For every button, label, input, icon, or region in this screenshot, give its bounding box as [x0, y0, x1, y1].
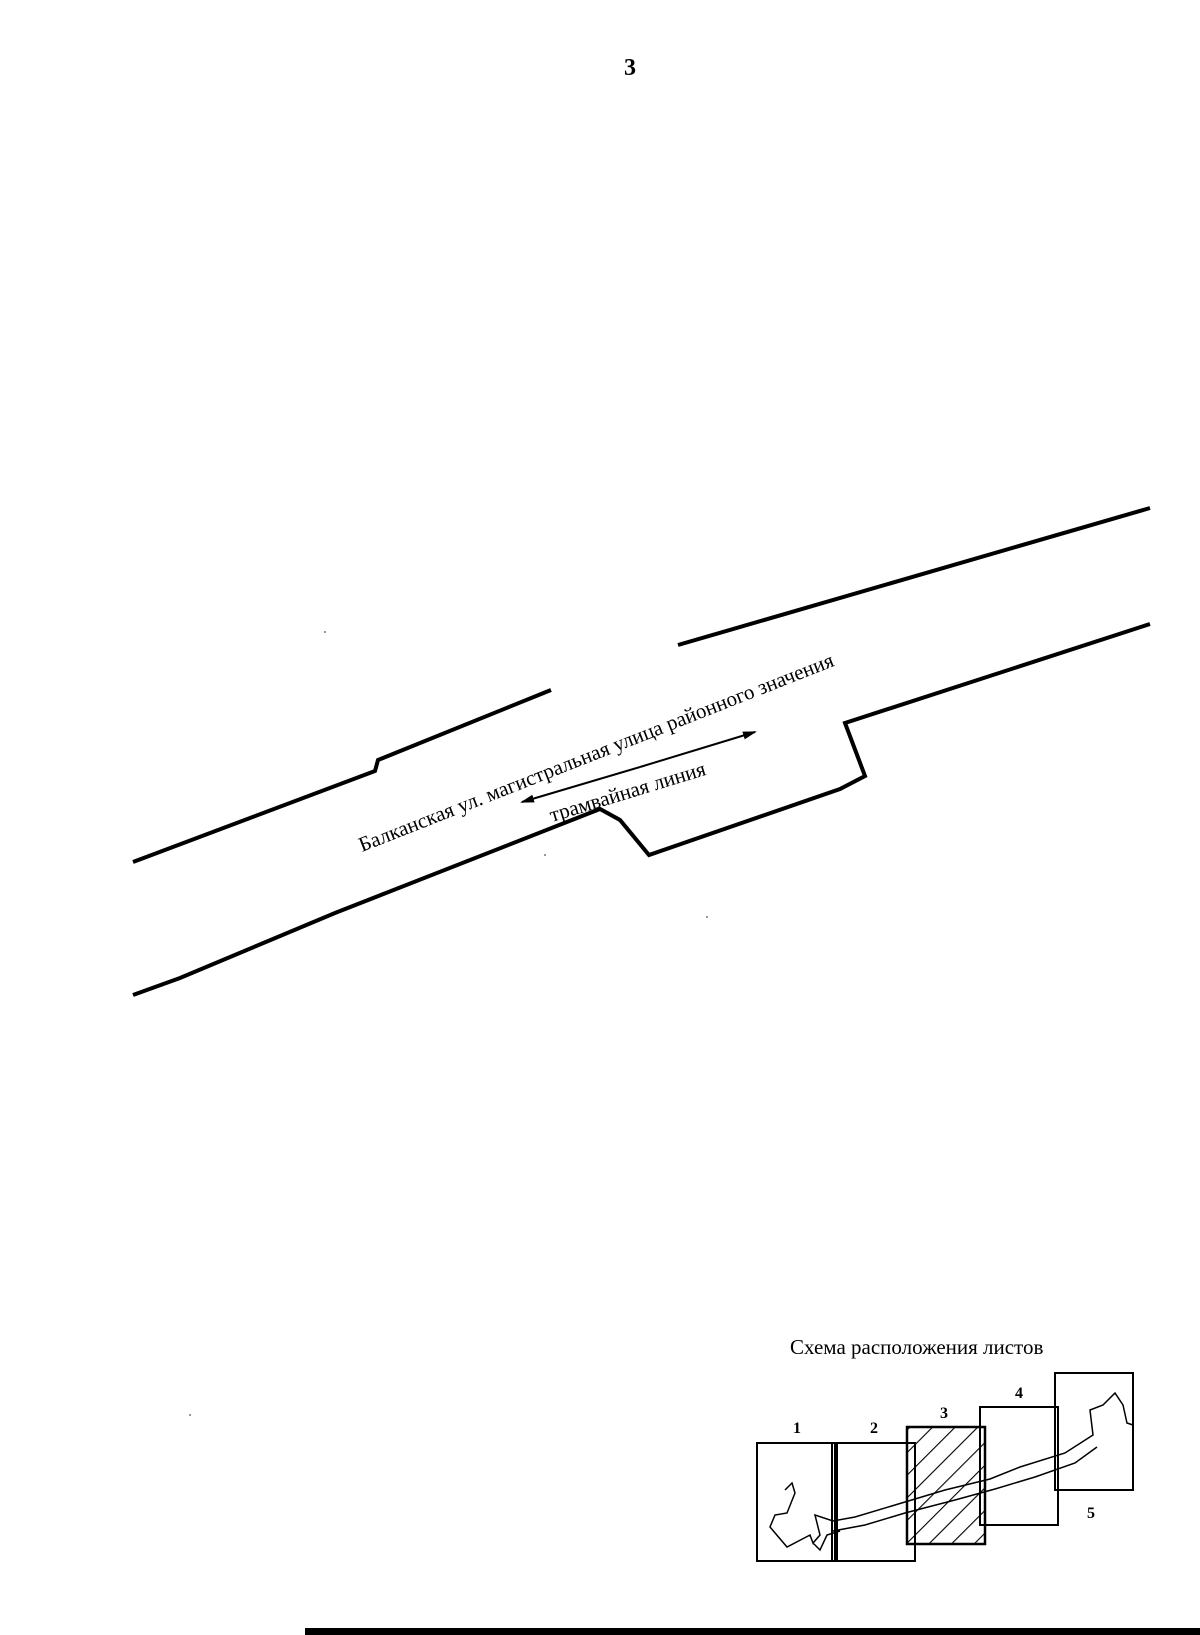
- speck: [189, 1414, 191, 1416]
- territory-outline: [769, 1391, 1134, 1552]
- sheet-number-5: 5: [1087, 1505, 1095, 1522]
- sheet-number-4: 4: [1015, 1385, 1023, 1402]
- speck: [544, 854, 546, 856]
- tram-line-arrow-left: [520, 766, 641, 803]
- sheet-number-3: 3: [940, 1405, 948, 1422]
- street-name-label: Балканская ул. магистральная улица район…: [355, 648, 837, 857]
- street-boundary-lower: [132, 622, 1151, 997]
- sheet-5-frame: [1054, 1372, 1134, 1491]
- street-boundary-upper-left: [132, 688, 552, 864]
- sheet-layout-title: Схема расположения листов: [790, 1335, 1044, 1359]
- speck: [324, 631, 326, 633]
- page-number: 3: [624, 55, 636, 81]
- street-boundary-upper-right: [677, 506, 1151, 647]
- sheet-number-1: 1: [793, 1420, 801, 1437]
- sheet-layout-scheme: 1 2 3 4 5: [756, 1372, 1134, 1562]
- sheet-4-frame: [979, 1406, 1059, 1526]
- tram-line-arrow-right: [639, 731, 757, 768]
- speck: [706, 916, 708, 918]
- sheet-1-frame: [756, 1442, 836, 1562]
- page-bottom-border: [305, 1628, 1200, 1635]
- sheet-3-frame: [905, 1425, 987, 1546]
- sheet-number-2: 2: [870, 1420, 878, 1437]
